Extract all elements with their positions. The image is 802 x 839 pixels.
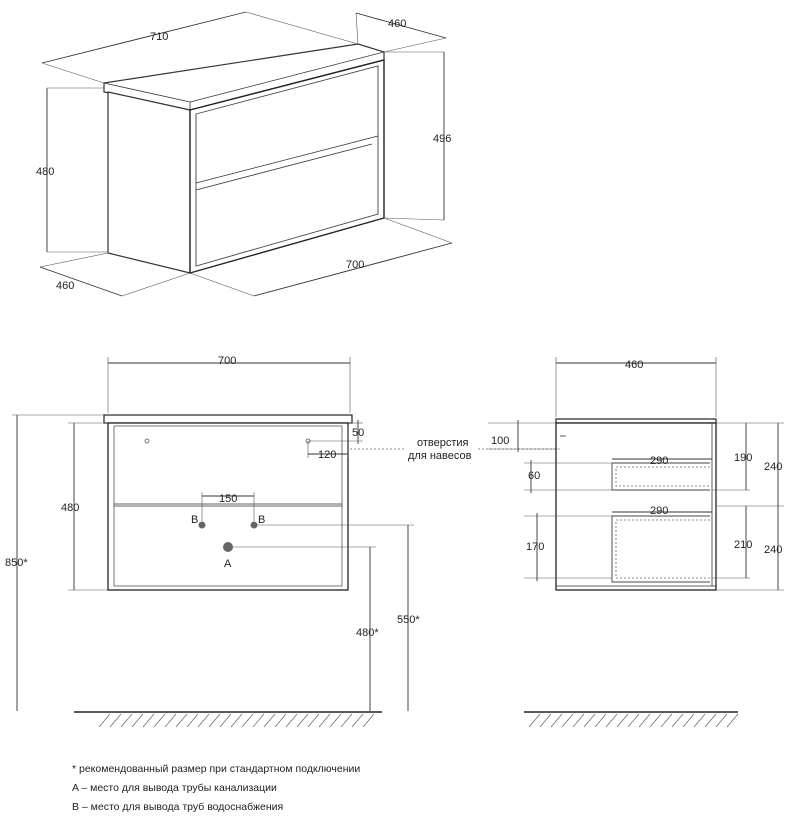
dim-side-190: 190 (734, 452, 752, 464)
floor-hatch-line (164, 713, 177, 728)
floor-hatch-line (340, 713, 353, 728)
notes: * рекомендованный размер при стандартном… (72, 760, 360, 817)
floor-hatch-line (197, 713, 210, 728)
dim-iso-460-bottom: 460 (56, 280, 74, 292)
floor-hatch-line (638, 713, 651, 728)
dim-front-850: 850* (5, 557, 28, 569)
dim-front-50: 50 (352, 427, 364, 439)
dim-line-460-top (355, 12, 447, 39)
floor-hatch-line (241, 713, 254, 728)
holes-label-line2: для навесов (408, 450, 472, 462)
dim-side-100: 100 (491, 435, 509, 447)
floor-hatch-line (296, 713, 309, 728)
floor-hatch-line (605, 713, 618, 728)
floor-hatch-line (219, 713, 232, 728)
dim-iso-710: 710 (150, 31, 168, 43)
front-top-slab (103, 414, 353, 424)
floor-hatch-line (649, 713, 662, 728)
floor-hatch-line (142, 713, 155, 728)
dim-front-120: 120 (318, 449, 336, 461)
dim-iso-700: 700 (346, 259, 364, 271)
floor-hatch-line (616, 713, 629, 728)
floor-hatch-line (263, 713, 276, 728)
dim-line-460-bottom (39, 266, 123, 297)
floor-hatch-line (98, 713, 111, 728)
dim-iso-480: 480 (36, 166, 54, 178)
label-pipe-b-right: B (258, 514, 265, 526)
floor-hatch-line (131, 713, 144, 728)
dim-front-700: 700 (218, 355, 236, 367)
iso-left-side (107, 91, 191, 274)
floor-hatch-line (230, 713, 243, 728)
pipe-a (223, 542, 233, 552)
floor-hatch-line (318, 713, 331, 728)
holes-label-line1: отверстия (417, 437, 469, 449)
floor-hatch-line (307, 713, 320, 728)
floor-hatch-line (671, 713, 684, 728)
pipe-b-right (250, 521, 258, 529)
floor-hatch-line (208, 713, 221, 728)
floor-hatch-line (594, 713, 607, 728)
floor-hatch-line (583, 713, 596, 728)
note-pipe-a: A – место для вывода трубы канализации (72, 782, 277, 794)
floor-hatch-line (726, 713, 739, 728)
dim-side-240-top: 240 (764, 461, 782, 473)
dim-side-290-bottom: 290 (650, 505, 668, 517)
dim-side-240-bottom: 240 (764, 544, 782, 556)
floor-hatch-line (550, 713, 563, 728)
floor-hatch-line (539, 713, 552, 728)
dim-side-460: 460 (625, 359, 643, 371)
hanging-hole-left (144, 438, 150, 444)
floor-hatch-line (329, 713, 342, 728)
front-view: 700 50 120 отверстия для навесов 480 850… (5, 355, 560, 728)
floor-hatch-line (704, 713, 717, 728)
floor-hatch-line (561, 713, 574, 728)
floor-hatch-line (693, 713, 706, 728)
floor-hatch-line (186, 713, 199, 728)
floor-hatch-line (274, 713, 287, 728)
dim-front-150: 150 (219, 493, 237, 505)
floor-hatch-line (252, 713, 265, 728)
dim-side-210: 210 (734, 539, 752, 551)
dim-front-480: 480 (61, 502, 79, 514)
dim-line-700-bottom (253, 242, 453, 297)
side-view: 460 100 290 290 60 170 190 210 (488, 357, 784, 728)
dim-iso-496: 496 (433, 133, 451, 145)
dim-side-60: 60 (528, 470, 540, 482)
floor-hatch-line (715, 713, 728, 728)
dim-iso-460-top: 460 (388, 18, 406, 30)
note-recommended: * рекомендованный размер при стандартном… (72, 763, 361, 775)
floor-hatch-line (285, 713, 298, 728)
floor-hatch-line (660, 713, 673, 728)
iso-view: 710 460 480 496 460 700 (36, 11, 453, 297)
floor-hatch-line (528, 713, 541, 728)
floor-hatch-line (682, 713, 695, 728)
floor-hatch-line (572, 713, 585, 728)
floor-hatch-line (627, 713, 640, 728)
floor-hatch-line (175, 713, 188, 728)
dim-side-170: 170 (526, 541, 544, 553)
dim-side-290-top: 290 (650, 455, 668, 467)
pipe-b-left (198, 521, 206, 529)
side-bottom-drawer (611, 515, 710, 583)
floor-hatch-line (362, 713, 375, 728)
note-pipe-b: B – место для вывода труб водоснабжения (72, 801, 284, 813)
side-body (555, 422, 717, 591)
floor-hatch-line (351, 713, 364, 728)
floor-hatch-line (153, 713, 166, 728)
floor-hatch-line (120, 713, 133, 728)
label-pipe-a: A (224, 558, 232, 570)
side-top-drawer (611, 462, 710, 491)
dim-line-710 (41, 11, 247, 64)
floor-hatch-line (109, 713, 122, 728)
dim-front-550-star: 550* (397, 614, 420, 626)
dim-front-480-star: 480* (356, 627, 379, 639)
label-pipe-b-left: B (191, 514, 198, 526)
